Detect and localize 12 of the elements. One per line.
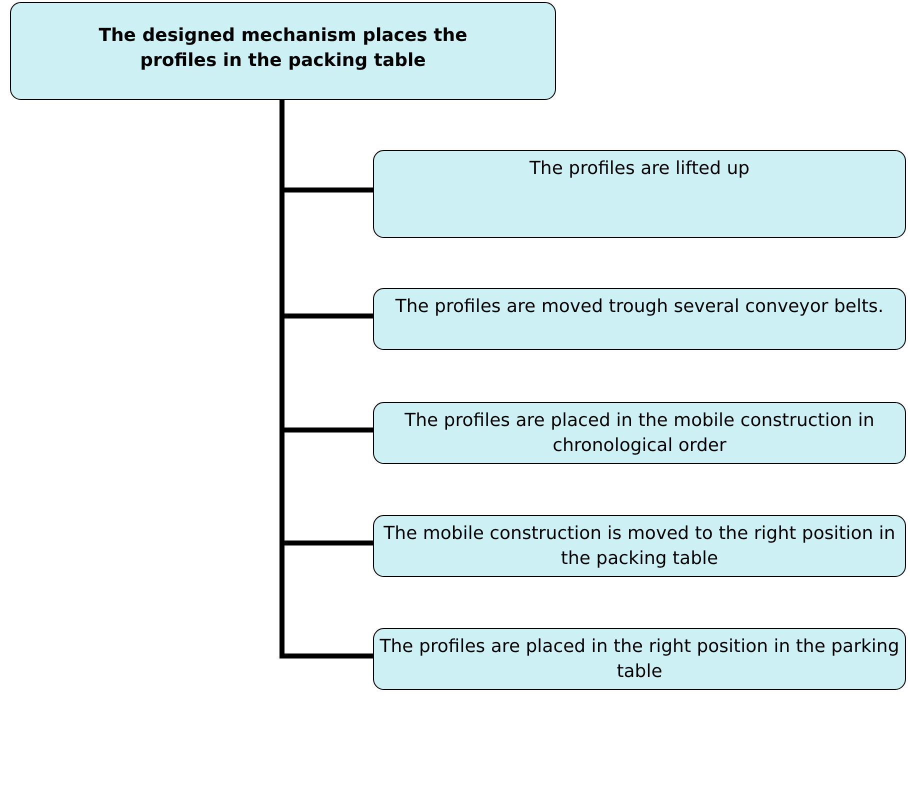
step-box bbox=[373, 402, 906, 464]
box-text: The profiles are moved trough several conveyor belts. bbox=[395, 295, 884, 319]
box-text: The profiles are placed in the mobile construction in chronological order bbox=[404, 409, 876, 458]
step-box bbox=[373, 150, 906, 238]
box-text: The designed mechanism places the profiles in the packing table bbox=[98, 24, 468, 73]
step-box bbox=[373, 515, 906, 577]
box-text: The profiles are lifted up bbox=[529, 157, 750, 181]
root-box bbox=[10, 2, 556, 100]
box-text: The mobile construction is moved to the right position in the packing table bbox=[382, 522, 896, 571]
step-box bbox=[373, 288, 906, 350]
step-box bbox=[373, 628, 906, 690]
box-text: The profiles are placed in the right position in the parking table bbox=[378, 635, 900, 684]
